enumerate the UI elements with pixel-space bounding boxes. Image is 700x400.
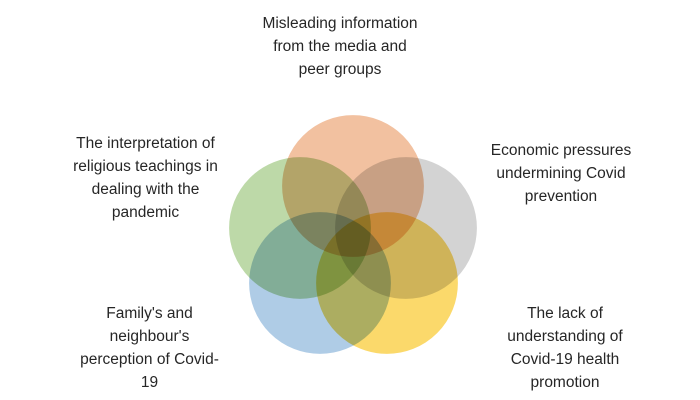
venn-label-misleading-information: Misleading information from the media an… <box>262 15 418 78</box>
venn-label-lack-of-understanding: The lack of understanding of Covid-19 he… <box>507 305 623 391</box>
venn-label-economic-pressures: Economic pressures undermining Covid pre… <box>490 142 632 205</box>
venn-label-family-neighbour-perception: Family's and neighbour's perception of C… <box>80 305 219 391</box>
venn-circle-religious-teachings <box>226 154 374 302</box>
venn-label-religious-teachings: The interpretation of religious teaching… <box>73 135 218 221</box>
